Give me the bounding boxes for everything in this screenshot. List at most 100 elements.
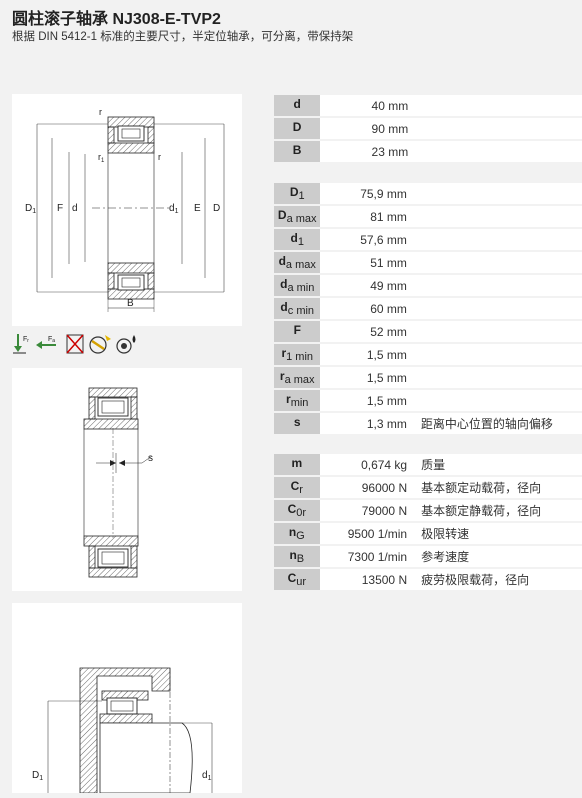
description-cell: 质量 — [413, 454, 582, 475]
value-cell: 23 mm — [320, 141, 415, 162]
r-right-label: r — [158, 152, 161, 162]
description-cell — [414, 118, 582, 139]
value-cell: 1,5 mm — [320, 390, 413, 411]
value-cell: 52 mm — [320, 321, 413, 342]
description-cell — [412, 367, 582, 388]
s-label: s — [148, 453, 153, 464]
axial-load-icon: Fa — [36, 336, 56, 349]
value-cell: 1,5 mm — [320, 344, 413, 365]
description-cell: 疲劳极限载荷，径向 — [413, 569, 582, 590]
value-cell: 40 mm — [320, 95, 415, 116]
value-cell: 7300 1/min — [319, 546, 414, 567]
symbol-cell: B — [274, 141, 321, 162]
B-label: B — [127, 298, 134, 309]
d1-label: d1 — [169, 203, 179, 215]
description-cell: 基本额定动载荷，径向 — [413, 477, 582, 498]
mounting-dimension-drawing: D1 d1 — [12, 603, 242, 794]
symbol-cell: ra max — [274, 367, 321, 388]
D1-label: D1 — [25, 203, 36, 215]
description-cell — [412, 275, 582, 296]
description-cell — [412, 321, 582, 342]
symbol-cell: D — [274, 118, 321, 139]
description-cell: 参考速度 — [413, 546, 582, 567]
value-cell: 57,6 mm — [320, 229, 413, 250]
value-cell: 9500 1/min — [319, 523, 414, 544]
description-cell — [414, 141, 582, 162]
value-cell: 81 mm — [320, 206, 413, 227]
mounting-dimension-svg: D1 d1 — [32, 667, 213, 794]
description-cell: 极限转速 — [413, 523, 582, 544]
d-label: d — [72, 203, 78, 214]
value-cell: 60 mm — [320, 298, 413, 319]
axial-offset-svg: s — [83, 387, 153, 578]
E-label: E — [194, 203, 201, 214]
r-label: r — [99, 107, 102, 117]
symbol-cell: d1 — [274, 229, 321, 250]
no-misalignment-icon — [66, 334, 84, 354]
description-cell — [412, 229, 582, 250]
description-cell — [412, 298, 582, 319]
symbol-cell: s — [274, 413, 321, 434]
description-cell — [412, 183, 582, 204]
description-cell: 距离中心位置的轴向偏移 — [412, 413, 582, 434]
page-title: 圆柱滚子轴承 NJ308-E-TVP2 — [12, 11, 221, 28]
symbol-cell: r1 min — [274, 344, 321, 365]
value-cell: 1,5 mm — [320, 367, 413, 388]
lubrication-icon — [116, 335, 136, 354]
value-cell: 13500 N — [319, 569, 414, 590]
value-cell: 75,9 mm — [320, 183, 413, 204]
symbol-cell: nG — [274, 523, 320, 544]
bearing-dimension-drawing: r r1 r D1 F d d1 E D B — [12, 94, 242, 326]
symbol-cell: Cur — [274, 569, 320, 590]
symbol-cell: Da max — [274, 206, 321, 227]
r1-label: r1 — [98, 152, 105, 164]
D1-mount-label: D1 — [32, 770, 43, 782]
symbol-cell: m — [274, 454, 320, 475]
symbol-cell: da max — [274, 252, 321, 273]
description-cell — [412, 206, 582, 227]
svg-text:Fa: Fa — [48, 336, 55, 344]
value-cell: 1,3 mm — [320, 413, 413, 434]
D-label: D — [213, 203, 220, 214]
bearing-dimension-svg: r r1 r D1 F d d1 E D B — [25, 107, 225, 312]
symbol-cell: nB — [274, 546, 320, 567]
page-subtitle: 根据 DIN 5412-1 标准的主要尺寸，半定位轴承，可分离，带保持架 — [12, 31, 354, 43]
symbol-cell: d — [274, 95, 321, 116]
svg-text:Fr: Fr — [23, 336, 29, 344]
symbol-cell: da min — [274, 275, 321, 296]
value-cell: 90 mm — [320, 118, 415, 139]
bearing-feature-icons: Fr Fa — [12, 331, 242, 357]
description-cell — [412, 390, 582, 411]
value-cell: 0,674 kg — [319, 454, 414, 475]
value-cell: 51 mm — [320, 252, 413, 273]
radial-load-icon: Fr — [13, 334, 29, 354]
symbol-cell: Cr — [274, 477, 320, 498]
symbol-cell: D1 — [274, 183, 321, 204]
symbol-cell: C0r — [274, 500, 320, 521]
d1-mount-label: d1 — [202, 770, 212, 782]
F-label: F — [57, 203, 63, 214]
symbol-cell: F — [274, 321, 321, 342]
